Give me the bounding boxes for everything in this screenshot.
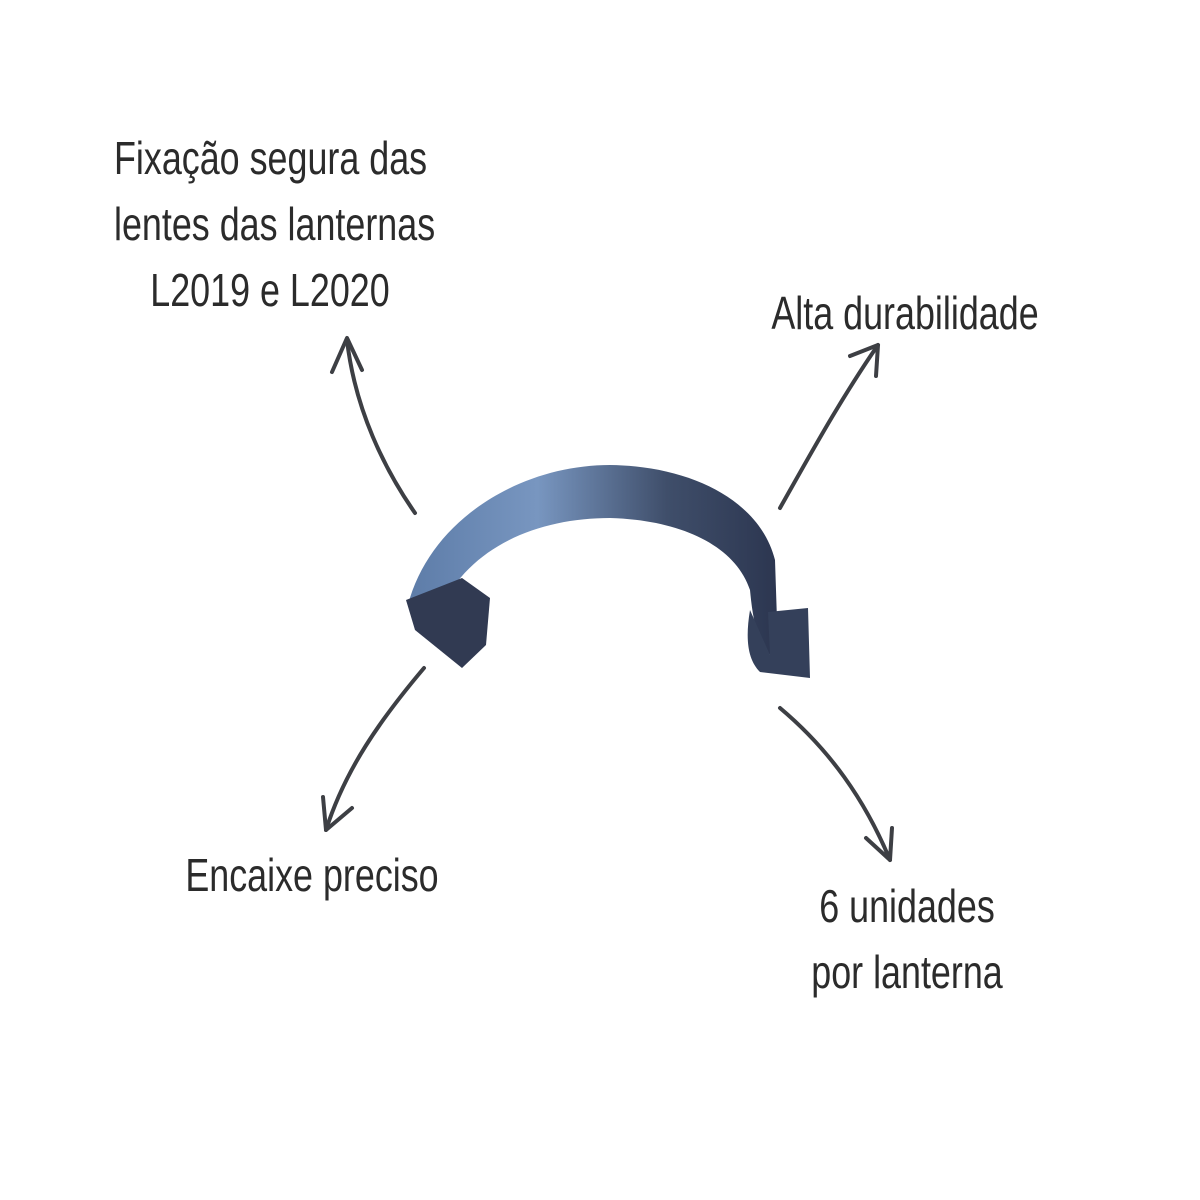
label-line: Fixação segura das xyxy=(114,132,428,184)
label-line: 6 unidades xyxy=(819,880,995,932)
label-precise-fit: Encaixe preciso xyxy=(185,849,439,901)
arrow-bottom-right xyxy=(778,706,894,862)
arrow-top-left xyxy=(330,336,417,515)
label-durability: Alta durabilidade xyxy=(771,287,1039,339)
label-line: por lanterna xyxy=(811,946,1003,998)
label-secure-fixation: Fixação segura das lentes das lanternas … xyxy=(114,125,436,323)
metal-clip-image xyxy=(406,465,810,678)
label-line: lentes das lanternas xyxy=(114,198,436,250)
label-units-per-lantern: 6 unidades por lanterna xyxy=(751,873,1063,1005)
arrow-top-right xyxy=(778,343,880,510)
label-line: L2019 e L2020 xyxy=(150,264,390,316)
arrow-bottom-left xyxy=(321,666,426,832)
